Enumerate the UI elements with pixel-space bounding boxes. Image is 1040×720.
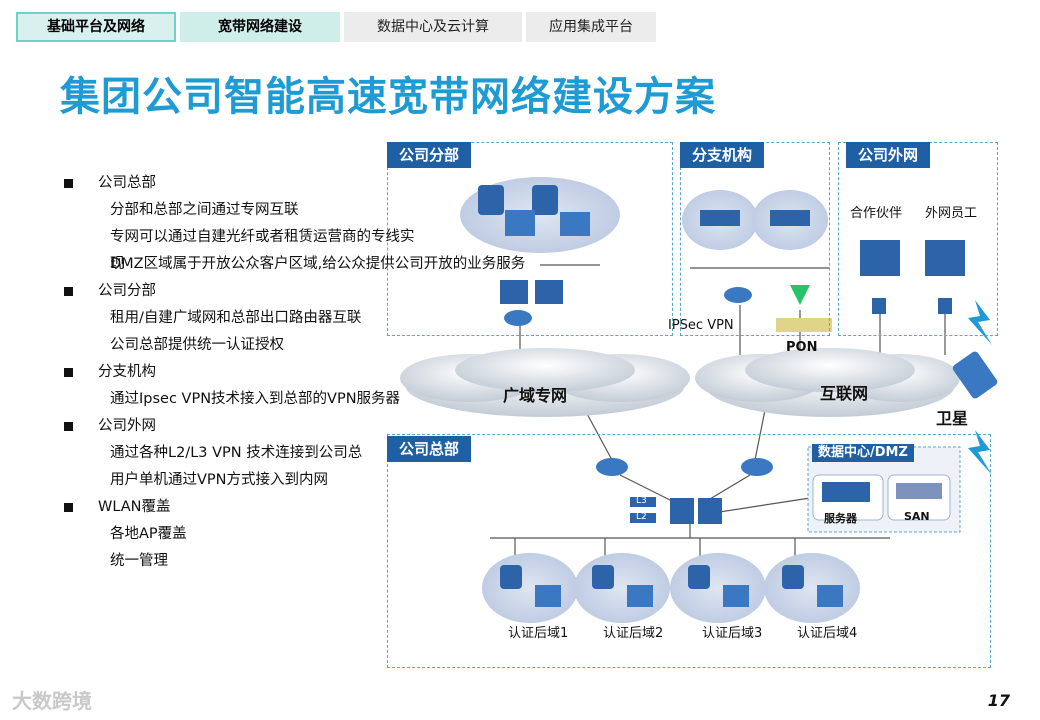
branch-routers — [500, 280, 563, 326]
wan-cloud — [400, 348, 690, 417]
remote-staff-label: 外网员工 — [925, 206, 978, 221]
auth-domain-clusters — [482, 553, 860, 623]
bullet-sub: 专网可以通过自建光纤或者租赁运营商的专线实现 — [110, 229, 415, 272]
l3-label: L3 — [636, 496, 647, 506]
internet-cloud-label: 互联网 — [820, 384, 869, 403]
hq-core — [596, 458, 773, 524]
zone-external — [838, 142, 998, 336]
zone-hq — [387, 434, 991, 668]
internet-cloud — [695, 348, 960, 417]
bullet-sub: 公司总部提供统一认证授权 — [110, 337, 284, 353]
zone-branch — [387, 142, 673, 336]
l2-label: L2 — [636, 512, 647, 522]
bullet-sub: 租用/自建广域网和总部出口路由器互联 — [110, 310, 362, 326]
auth-domain-2: 认证后域2 — [603, 626, 664, 641]
satellite-label: 卫星 — [936, 409, 969, 428]
bullet-sub: DMZ区域属于开放公众客户区域,给公众提供公司开放的业务服务 — [110, 256, 526, 272]
bullet-sub: 各地AP覆盖 — [110, 526, 187, 542]
bullet-head: 公司外网 — [60, 413, 420, 440]
tab-basic-platform[interactable]: 基础平台及网络 — [16, 12, 176, 42]
tab-datacenter[interactable]: 数据中心及云计算 — [344, 12, 522, 42]
auth-domain-1: 认证后域1 — [508, 626, 569, 641]
watermark: 大数跨境 — [12, 689, 92, 713]
pon-label: PON — [786, 340, 818, 355]
auth-domain-3: 认证后域3 — [702, 626, 763, 641]
external-users — [860, 240, 965, 314]
san-label: SAN — [904, 510, 930, 523]
zone-hq-label: 公司总部 — [387, 436, 472, 462]
bullet-sub: 用户单机通过VPN方式接入到内网 — [110, 472, 329, 488]
bullet-head: 公司总部 — [60, 170, 420, 197]
bullet-sub: 通过Ipsec VPN技术接入到总部的VPN服务器 — [110, 391, 401, 407]
zone-branch-label: 公司分部 — [387, 142, 472, 168]
server-label: 服务器 — [824, 512, 857, 525]
bullet-head: 分支机构 — [60, 359, 420, 386]
tab-app-integration[interactable]: 应用集成平台 — [526, 12, 656, 42]
bullet-list: 公司总部 分部和总部之间通过专网互联 专网可以通过自建光纤或者租赁运营商的专线实… — [60, 170, 526, 575]
office-workstations — [682, 190, 832, 332]
satellite-icon — [952, 300, 998, 475]
auth-domain-4: 认证后域4 — [797, 626, 858, 641]
bullet-sub: 通过各种L2/L3 VPN 技术连接到公司总 — [110, 445, 363, 461]
wan-cloud-label: 广域专网 — [503, 386, 568, 405]
zone-external-label: 公司外网 — [846, 142, 931, 168]
branch-server-cluster — [460, 177, 620, 253]
partner-label: 合作伙伴 — [850, 206, 903, 221]
bullet-sub: 统一管理 — [110, 553, 168, 569]
bullet-sub: 分部和总部之间通过专网互联 — [110, 202, 299, 218]
tab-broadband[interactable]: 宽带网络建设 — [180, 12, 340, 42]
dmz-label: 数据中心/DMZ — [812, 444, 914, 462]
zone-office — [680, 142, 830, 336]
bullet-head: 公司分部 — [60, 278, 420, 305]
ipsec-label: IPSec VPN — [668, 318, 734, 333]
page-title: 集团公司智能高速宽带网络建设方案 — [60, 74, 716, 120]
page-number: 17 — [987, 691, 1010, 710]
bullet-head: WLAN覆盖 — [60, 494, 420, 521]
zone-office-label: 分支机构 — [680, 142, 765, 168]
